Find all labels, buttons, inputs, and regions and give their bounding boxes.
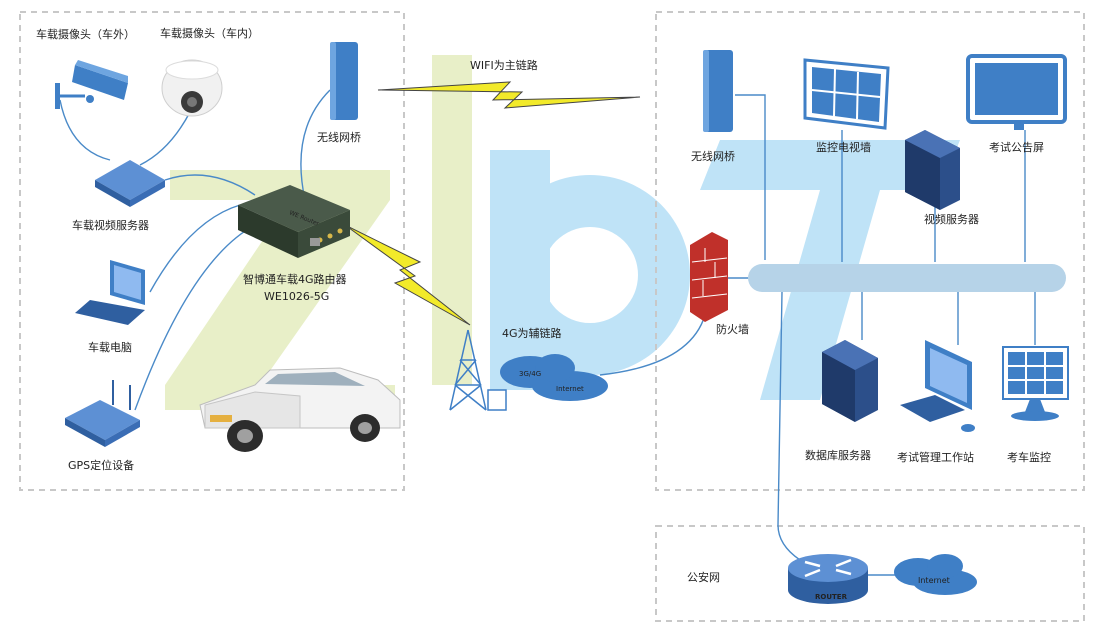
- center-links: [599, 94, 1036, 576]
- vehicle-video-server-label: 车载视频服务器: [72, 218, 149, 232]
- video-server-rack-icon: [905, 130, 960, 210]
- video-wall-label: 监控电视墙: [816, 140, 871, 154]
- police-internet-text: Internet: [918, 576, 950, 585]
- cell-tower-icon: [449, 329, 507, 411]
- laptop-icon: [75, 260, 145, 325]
- notice-screen-icon: [966, 54, 1067, 130]
- car-image: [199, 367, 401, 452]
- 4g-router-icon: [238, 185, 350, 258]
- internet-cloud-icon: [500, 354, 608, 401]
- center-bridge-label: 无线网桥: [691, 149, 735, 163]
- camera-inside-label: 车载摄像头（车内）: [160, 26, 259, 40]
- workstation-label: 考试管理工作站: [897, 450, 974, 464]
- db-server-icon: [822, 340, 878, 422]
- g4-bolt: [344, 224, 471, 326]
- firewall-label: 防火墙: [716, 322, 749, 336]
- cloud-internet-text: Internet: [556, 385, 584, 393]
- gps-device-icon: [65, 380, 140, 447]
- car-monitor-icon: [1002, 346, 1069, 421]
- camera-outside-label: 车载摄像头（车外）: [36, 27, 135, 41]
- network-bus: [748, 264, 1066, 292]
- cloud-3g4g-text: 3G/4G: [519, 370, 541, 378]
- dome-camera-icon: [161, 59, 223, 117]
- laptop-label: 车载电脑: [88, 340, 132, 354]
- center-frame: [655, 11, 1085, 491]
- car-monitor-label: 考车监控: [1007, 450, 1051, 464]
- center-bridge-icon: [703, 50, 733, 132]
- vehicle-bridge-label: 无线网桥: [317, 130, 361, 144]
- police-net-label: 公安网: [687, 570, 720, 584]
- g4-link-label: 4G为辅链路: [502, 326, 562, 340]
- gps-label: GPS定位设备: [68, 458, 134, 472]
- police-internet-cloud-icon: [894, 554, 977, 595]
- workstation-icon: [900, 340, 975, 432]
- video-wall-icon: [803, 58, 890, 130]
- router-label-line2: WE1026-5G: [264, 290, 329, 303]
- police-frame: [655, 525, 1085, 622]
- router-text: ROUTER: [815, 593, 848, 601]
- firewall-icon: [690, 232, 728, 322]
- wifi-bolt: [377, 81, 641, 109]
- video-server-label: 视频服务器: [924, 212, 979, 226]
- vehicle-frame: [19, 11, 405, 491]
- vehicle-video-server-icon: [95, 160, 165, 207]
- police-router-icon: [788, 554, 868, 604]
- vehicle-bridge-icon: [330, 42, 358, 120]
- vehicle-links: [59, 89, 331, 411]
- wifi-link-label: WIFI为主链路: [470, 58, 538, 72]
- db-server-label: 数据库服务器: [805, 448, 871, 462]
- router-label-line1: 智博通车载4G路由器: [243, 272, 347, 286]
- notice-screen-label: 考试公告屏: [989, 141, 1044, 154]
- outdoor-camera-icon: [55, 60, 128, 109]
